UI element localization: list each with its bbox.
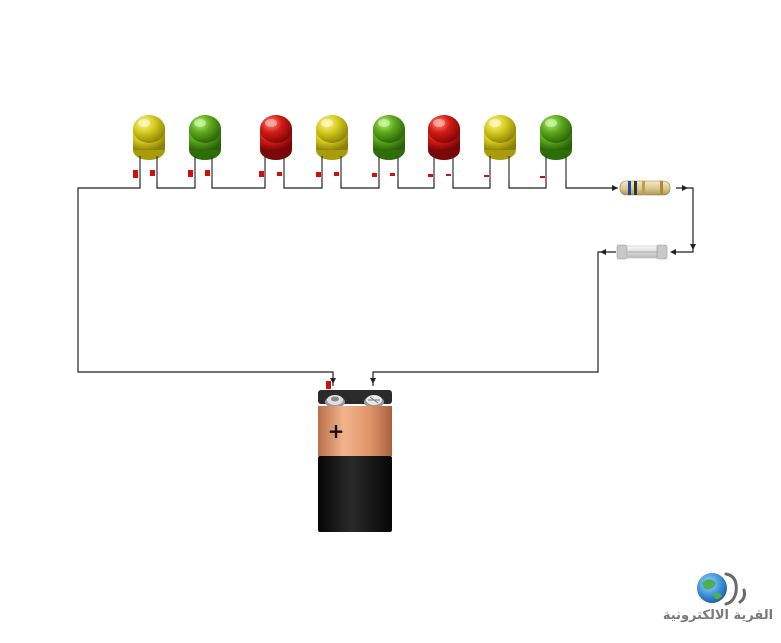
- wire-led8-resistor: [565, 180, 618, 189]
- wires: [77, 180, 694, 386]
- led-green-1: [188, 115, 221, 180]
- fuse: [616, 244, 668, 260]
- wire-fuse-battery: [372, 251, 616, 386]
- wire-led7-led8: [508, 180, 547, 189]
- led-red-2: [428, 115, 460, 180]
- led-yellow-3: [484, 115, 516, 180]
- led-yellow-1: [133, 115, 165, 180]
- wire-resistor-fuse: [676, 187, 694, 253]
- battery-plus-symbol: +: [328, 419, 345, 443]
- wire-left: [77, 180, 334, 386]
- wire-led5-led6: [397, 180, 435, 189]
- battery-copper-top: [318, 406, 392, 456]
- battery-black-body: [318, 456, 392, 532]
- led-red-1: [259, 115, 292, 180]
- globe-icon: [697, 572, 746, 606]
- led-green-3: [540, 115, 572, 180]
- led-green-2: [372, 115, 405, 180]
- battery-positive-terminal: [325, 395, 345, 408]
- led-yellow-2: [316, 115, 348, 180]
- resistor: [619, 180, 671, 196]
- led-row: [133, 115, 572, 180]
- wire-led2-led3: [211, 180, 266, 189]
- wire-led4-led5: [340, 180, 380, 189]
- wire-led3-led4: [283, 180, 323, 189]
- watermark-text: القرية الالكترونية: [662, 608, 774, 623]
- battery-9v: +: [318, 381, 392, 532]
- wire-led6-led7: [452, 180, 491, 189]
- wire-led1-led2: [156, 180, 196, 189]
- battery-negative-terminal: [364, 395, 384, 408]
- current-arrows: [330, 185, 696, 384]
